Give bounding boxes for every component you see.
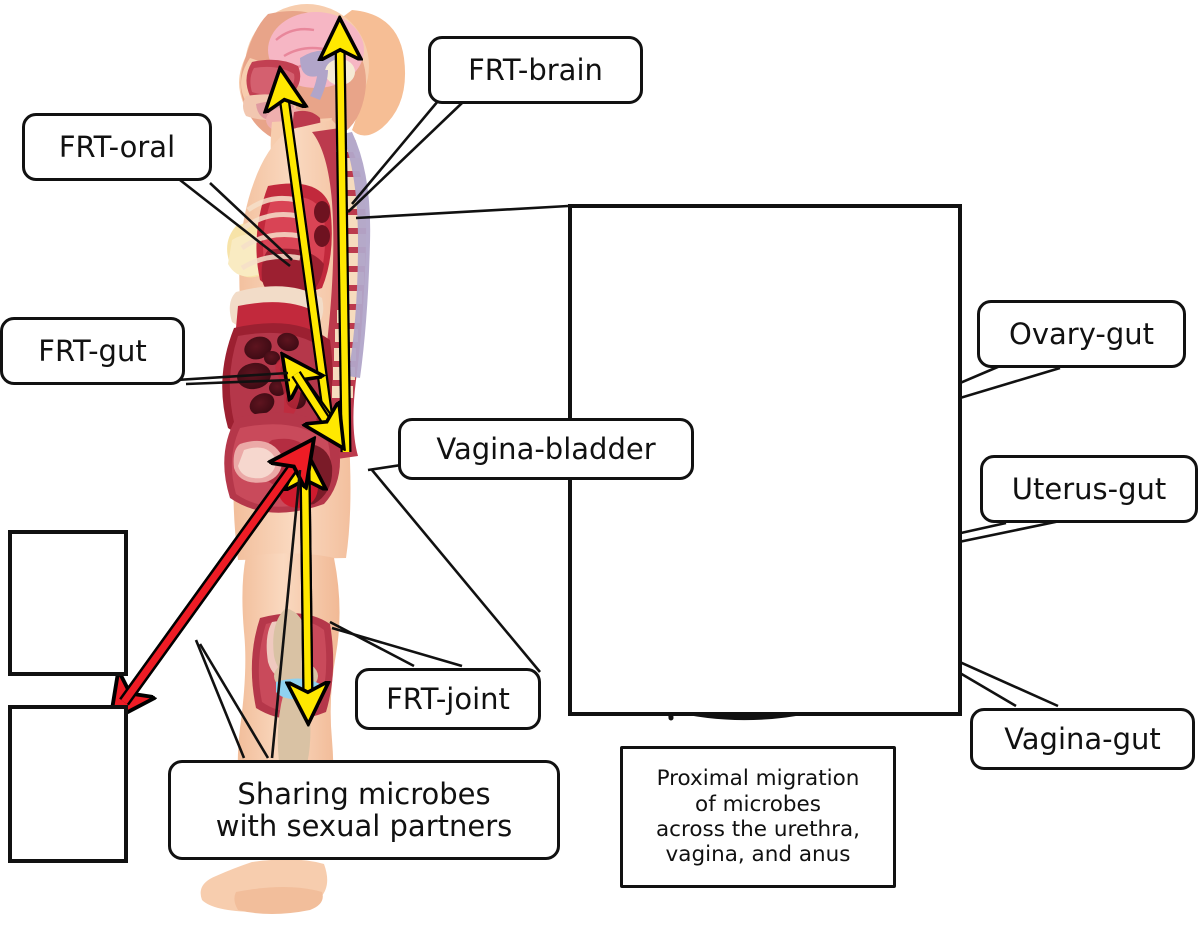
label-frt-gut-text: FRT-gut [38, 333, 147, 368]
red-partner-arrow [124, 458, 300, 702]
label-vagina-gut-text: Vagina-gut [1004, 721, 1161, 756]
label-frt-oral: FRT-oral [22, 113, 212, 181]
label-frt-joint: FRT-joint [355, 668, 541, 730]
label-frt-joint-text: FRT-joint [386, 681, 510, 716]
label-proximal-migration: Proximal migration of microbes across th… [620, 746, 896, 888]
proximal-migration-line-2: of microbes [695, 791, 821, 817]
female-pelvis-inset [8, 705, 128, 863]
label-frt-gut: FRT-gut [0, 317, 185, 385]
sharing-microbes-line-2: with sexual partners [215, 809, 513, 843]
label-vagina-bladder-text: Vagina-bladder [436, 431, 656, 466]
label-uterus-gut-text: Uterus-gut [1011, 471, 1167, 506]
label-frt-brain-text: FRT-brain [468, 52, 603, 87]
label-uterus-gut: Uterus-gut [980, 455, 1198, 523]
yellow-connection-arrows-body [283, 40, 346, 702]
proximal-migration-line-3: across the urethra, [656, 817, 860, 842]
label-ovary-gut: Ovary-gut [977, 300, 1186, 368]
male-pelvis-inset [8, 530, 128, 676]
label-vagina-bladder: Vagina-bladder [398, 418, 694, 480]
label-frt-brain: FRT-brain [428, 36, 643, 104]
label-sharing-microbes: Sharing microbes with sexual partners [168, 760, 560, 860]
proximal-migration-line-4: vagina, and anus [665, 842, 851, 868]
proximal-migration-line-1: Proximal migration [656, 766, 860, 792]
label-frt-oral-text: FRT-oral [58, 129, 176, 164]
label-vagina-gut: Vagina-gut [970, 708, 1195, 770]
sharing-microbes-line-1: Sharing microbes [237, 776, 491, 811]
label-ovary-gut-text: Ovary-gut [1009, 316, 1154, 351]
